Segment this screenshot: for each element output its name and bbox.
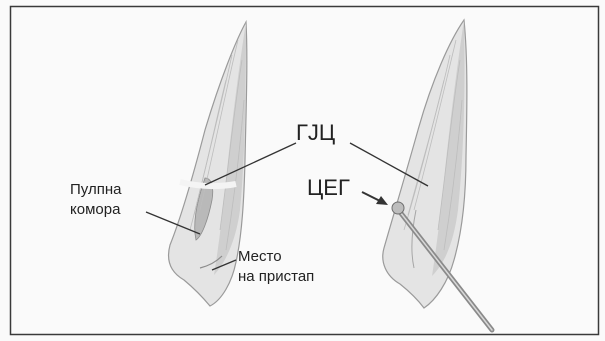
instrument-tip-ball [392,202,404,214]
label-access-site-line1: Место [238,248,282,265]
ceg-arrow [362,192,388,205]
figure-frame [11,7,599,335]
label-pulp-chamber-line1: Пулпна [70,181,122,198]
label-gjc: ГЈЦ [296,120,335,145]
label-access-site-line2: на пристап [238,268,314,285]
label-ceg: ЦЕГ [307,175,350,200]
right-tooth [383,20,467,308]
label-pulp-chamber-line2: комора [70,201,121,218]
left-tooth [169,22,247,306]
